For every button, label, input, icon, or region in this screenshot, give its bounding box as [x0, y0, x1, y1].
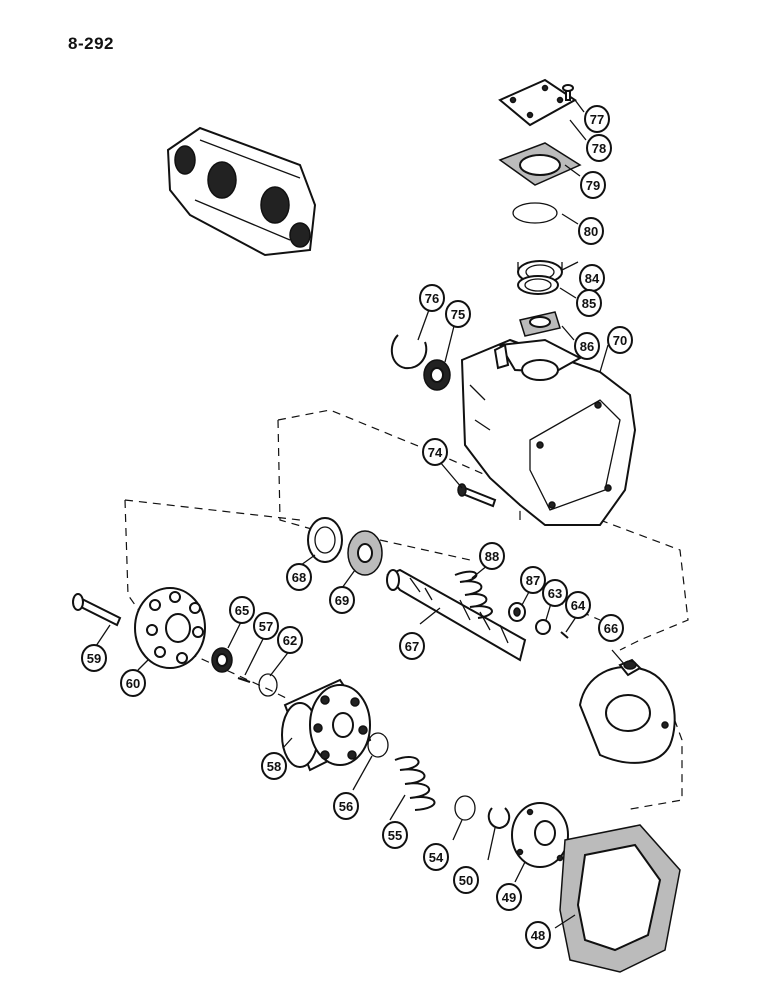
retaining-ring [258, 673, 278, 697]
spring-small [454, 570, 493, 619]
callout-74: 74 [422, 438, 448, 466]
o-ring [512, 202, 558, 224]
valve-plate [134, 587, 206, 669]
pump-assembly-thumbnail [166, 126, 317, 257]
svg-text:58: 58 [267, 759, 281, 774]
svg-text:48: 48 [531, 928, 545, 943]
svg-text:62: 62 [283, 633, 297, 648]
callout-77: 77 [584, 105, 610, 133]
svg-text:78: 78 [592, 141, 606, 156]
callout-57: 57 [253, 612, 279, 640]
cylinder-block [281, 678, 372, 772]
pin-small [237, 677, 251, 683]
callout-79: 79 [580, 171, 606, 199]
svg-text:75: 75 [451, 307, 465, 322]
svg-text:57: 57 [259, 619, 273, 634]
drive-shaft [386, 568, 527, 662]
svg-text:74: 74 [428, 445, 443, 460]
callout-59: 59 [81, 644, 107, 672]
callout-68: 68 [286, 563, 312, 591]
svg-text:64: 64 [571, 598, 586, 613]
svg-text:50: 50 [459, 873, 473, 888]
svg-text:86: 86 [580, 339, 594, 354]
callout-85: 85 [576, 289, 602, 317]
svg-text:55: 55 [388, 828, 402, 843]
spring-ring [454, 795, 476, 821]
svg-text:88: 88 [485, 549, 499, 564]
callout-58: 58 [261, 752, 287, 780]
swashplate [578, 658, 676, 764]
svg-text:84: 84 [585, 271, 600, 286]
svg-text:56: 56 [339, 799, 353, 814]
callout-70: 70 [607, 326, 633, 354]
svg-text:68: 68 [292, 570, 306, 585]
callout-78: 78 [586, 134, 612, 162]
svg-text:59: 59 [87, 651, 101, 666]
svg-text:60: 60 [126, 676, 140, 691]
svg-text:87: 87 [526, 573, 540, 588]
svg-text:77: 77 [590, 112, 604, 127]
callout-76: 76 [419, 284, 445, 312]
spring-large [394, 756, 436, 811]
svg-text:65: 65 [235, 603, 249, 618]
callout-48: 48 [525, 921, 551, 949]
callout-54: 54 [423, 843, 449, 871]
svg-text:54: 54 [429, 850, 444, 865]
callout-49: 49 [496, 883, 522, 911]
callout-75: 75 [445, 300, 471, 328]
svg-text:67: 67 [405, 639, 419, 654]
svg-text:76: 76 [425, 291, 439, 306]
callout-84: 84 [579, 264, 605, 292]
svg-text:63: 63 [548, 586, 562, 601]
svg-text:79: 79 [586, 178, 600, 193]
callout-65: 65 [229, 596, 255, 624]
pin [560, 631, 569, 639]
callout-64: 64 [565, 591, 591, 619]
page-number: 8-292 [68, 34, 114, 53]
shaft-seal-retainer [511, 802, 569, 868]
callout-50: 50 [453, 866, 479, 894]
callout-88: 88 [479, 542, 505, 570]
gasket-large [559, 824, 681, 973]
washer [367, 732, 389, 758]
svg-text:70: 70 [613, 333, 627, 348]
bolt [461, 486, 497, 508]
svg-text:66: 66 [604, 621, 618, 636]
callout-63: 63 [542, 579, 568, 607]
snap-ring-shaft [487, 807, 511, 830]
callout-86: 86 [574, 332, 600, 360]
callout-80: 80 [578, 217, 604, 245]
svg-text:80: 80 [584, 224, 598, 239]
pump-housing [460, 338, 637, 526]
callout-66: 66 [598, 614, 624, 642]
leader-lines [95, 99, 626, 929]
callout-56: 56 [333, 792, 359, 820]
callouts: 77 78 79 80 84 85 86 70 76 75 74 68 69 8… [81, 105, 633, 949]
snap-ring [390, 334, 428, 370]
callout-87: 87 [520, 566, 546, 594]
callout-60: 60 [120, 669, 146, 697]
svg-text:49: 49 [502, 890, 516, 905]
dashed-outline-shaft [124, 499, 683, 811]
callout-62: 62 [277, 626, 303, 654]
svg-text:69: 69 [335, 593, 349, 608]
callout-69: 69 [329, 586, 355, 614]
bearing-cup-shaft [307, 517, 343, 563]
ball [535, 619, 551, 635]
svg-text:85: 85 [582, 296, 596, 311]
callout-67: 67 [399, 632, 425, 660]
callout-55: 55 [382, 821, 408, 849]
